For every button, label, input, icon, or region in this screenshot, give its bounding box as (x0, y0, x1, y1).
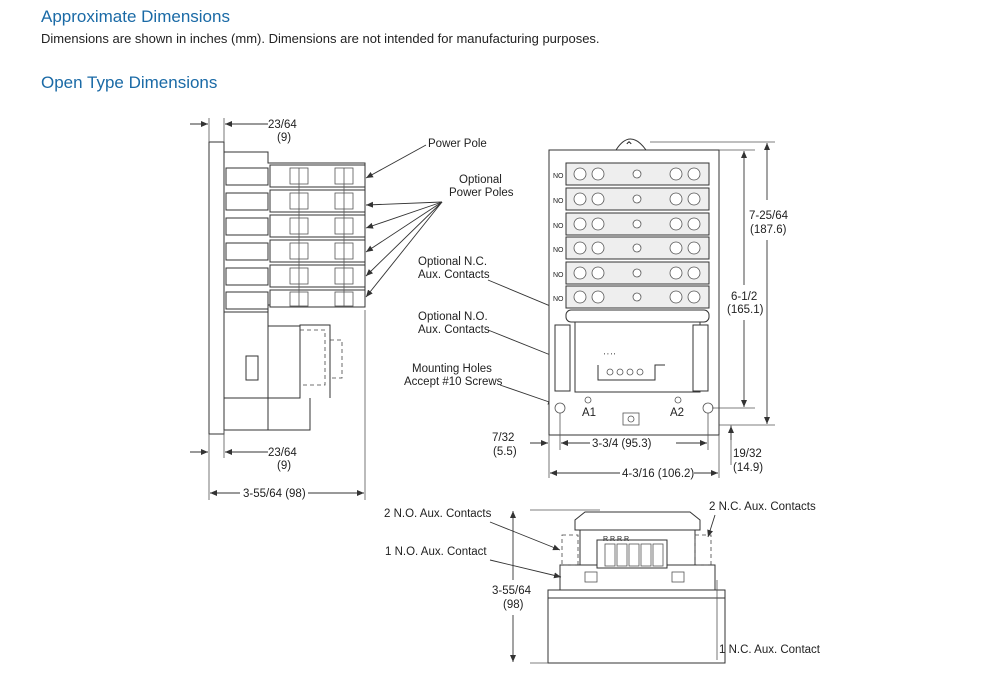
bottom-dim-depth-mm: (98) (503, 599, 524, 611)
bottom-one-no: 1 N.O. Aux. Contact (385, 546, 487, 558)
terminal-screw (573, 241, 587, 255)
terminal-screw (687, 266, 701, 280)
terminal-screw (573, 167, 587, 181)
page-subtitle: Dimensions are shown in inches (mm). Dim… (41, 31, 600, 46)
terminal-screw (591, 192, 605, 206)
callout-optional-poles-2: Power Poles (449, 187, 514, 199)
svg-text:⌃: ⌃ (624, 139, 634, 153)
side-dim-top-mm: (9) (277, 132, 291, 144)
side-dim-top: 23/64 (268, 119, 297, 131)
terminal-screw (687, 290, 701, 304)
terminal-screw (632, 292, 642, 302)
front-dim-bottom-offset: 19/32 (733, 448, 762, 460)
front-dim-bottom-offset-mm: (14.9) (733, 462, 763, 474)
bottom-dim-depth: 3-55/64 (492, 585, 532, 597)
callouts: Power Pole Optional Power Poles Optional… (365, 138, 695, 405)
front-pole-rows (565, 162, 710, 309)
callout-mounting-2: Accept #10 Screws (404, 376, 503, 388)
svg-text:' ' ' ': ' ' ' ' (604, 353, 615, 360)
terminal-screw (632, 169, 642, 179)
front-dim-height-total-mm: (187.6) (750, 224, 787, 236)
svg-text:NO: NO (553, 247, 564, 254)
terminal-a1: A1 (582, 407, 596, 419)
terminal-screw (573, 266, 587, 280)
callout-optional-nc-2: Aux. Contacts (418, 269, 490, 281)
side-pole-stack (225, 164, 366, 310)
side-dim-bottom: 23/64 (268, 447, 297, 459)
terminal-screw (669, 167, 683, 181)
callout-optional-nc-1: Optional N.C. (418, 256, 487, 268)
callout-power-pole: Power Pole (428, 138, 487, 150)
svg-text:NO: NO (553, 296, 564, 303)
front-dim-overall-width: 4-3/16 (106.2) (622, 468, 694, 480)
terminal-screw (632, 194, 642, 204)
terminal-a2: A2 (670, 407, 684, 419)
front-dim-left-offset-mm: (5.5) (493, 446, 517, 458)
terminal-screw (687, 241, 701, 255)
svg-text:NO: NO (553, 272, 564, 279)
page-title: Approximate Dimensions (41, 7, 230, 26)
bottom-aux-terminals (604, 543, 664, 567)
svg-text:NO: NO (553, 223, 564, 230)
side-dim-bottom-mm: (9) (277, 460, 291, 472)
front-pole-labels: NO NO NO NO NO NO (553, 173, 564, 303)
terminal-screw (632, 243, 642, 253)
svg-text:R R R R: R R R R (603, 536, 629, 543)
bottom-view: R R R R 3-55/64 (98) 2 N.O. Aux. Contact… (384, 501, 821, 664)
callout-optional-poles-1: Optional (459, 174, 502, 186)
side-view: 23/64 (9) 23/64 (9) 3-55/64 (98) (190, 118, 366, 500)
front-view: ⌃ NO NO NO NO NO NO ' ' ' ' (492, 138, 789, 480)
terminal-screw (687, 217, 701, 231)
terminal-screw (573, 217, 587, 231)
front-nc-aux-slot (692, 324, 709, 392)
terminal-screw (591, 217, 605, 231)
side-mount-plate (208, 141, 225, 435)
bottom-base (547, 597, 726, 664)
terminal-screw (669, 241, 683, 255)
terminal-screw (669, 266, 683, 280)
terminal-screw (573, 192, 587, 206)
front-terminal-screws (573, 167, 701, 304)
terminal-screw (573, 290, 587, 304)
terminal-screw (632, 219, 642, 229)
side-dim-width: 3-55/64 (98) (243, 488, 306, 500)
terminal-screw (632, 268, 642, 278)
front-dim-left-offset: 7/32 (492, 432, 514, 444)
callout-mounting-1: Mounting Holes (412, 363, 492, 375)
terminal-screw (687, 192, 701, 206)
terminal-screw (591, 266, 605, 280)
front-dim-height-total: 7-25/64 (749, 210, 789, 222)
front-dim-mount-width: 3-3/4 (95.3) (592, 438, 652, 450)
terminal-screw (669, 217, 683, 231)
terminal-screw (591, 241, 605, 255)
callout-optional-no-2: Aux. Contacts (418, 324, 490, 336)
front-dim-height-mount-mm: (165.1) (727, 304, 764, 316)
bottom-one-nc: 1 N.C. Aux. Contact (719, 644, 821, 656)
svg-text:NO: NO (553, 173, 564, 180)
terminal-screw (687, 167, 701, 181)
front-no-aux-slot (554, 324, 571, 392)
front-dim-height-mount: 6-1/2 (731, 291, 757, 303)
callout-optional-no-1: Optional N.O. (418, 311, 488, 323)
svg-text:NO: NO (553, 198, 564, 205)
section-title: Open Type Dimensions (41, 73, 218, 92)
terminal-screw (669, 290, 683, 304)
terminal-screw (669, 192, 683, 206)
bottom-two-no: 2 N.O. Aux. Contacts (384, 508, 492, 520)
bottom-two-nc: 2 N.C. Aux. Contacts (709, 501, 816, 513)
terminal-screw (591, 167, 605, 181)
terminal-screw (591, 290, 605, 304)
